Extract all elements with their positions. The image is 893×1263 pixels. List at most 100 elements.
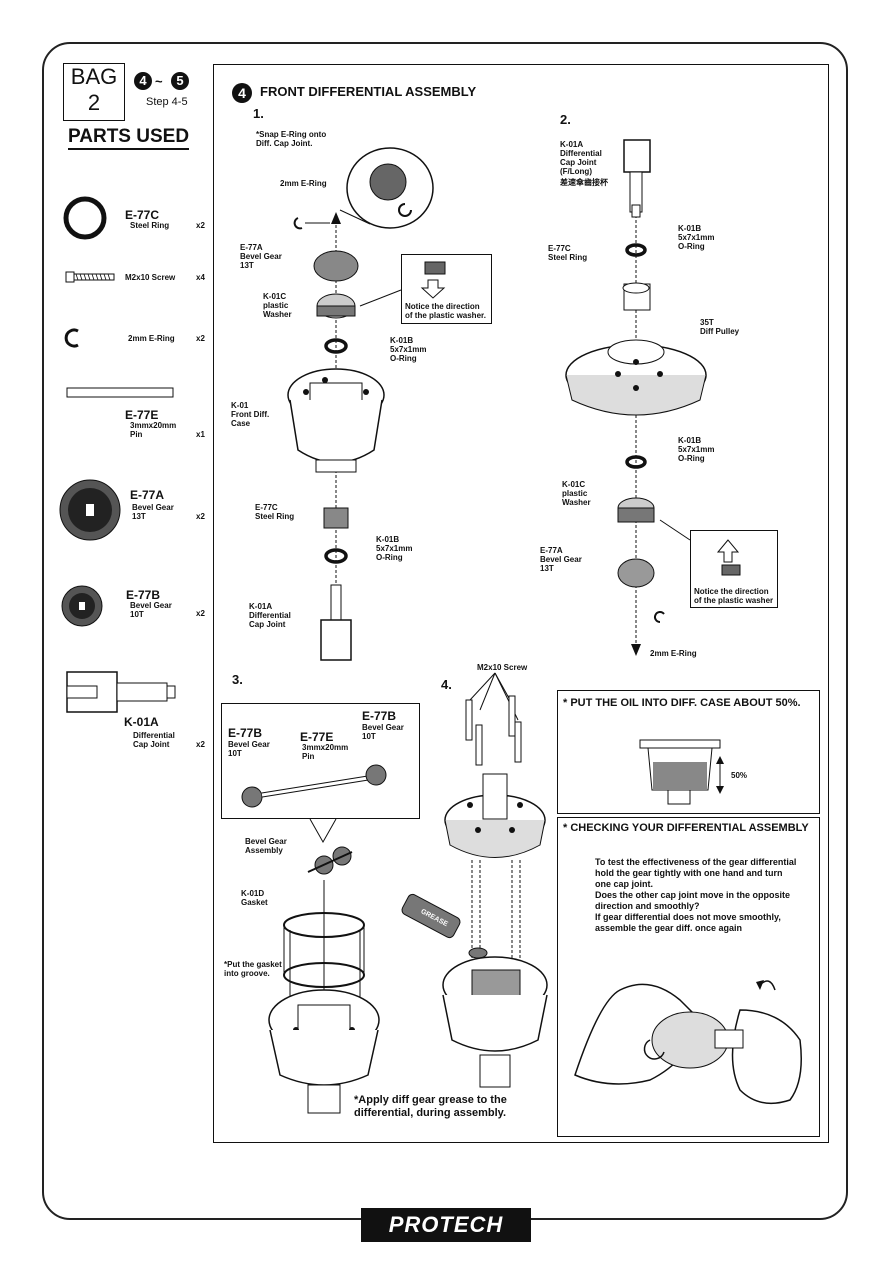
step1-gear-label: E-77A Bevel Gear 13T [240, 243, 282, 270]
step4-number: 4. [441, 677, 452, 692]
step1-ering-icon [293, 217, 303, 230]
step2-bevel-gear-icon [617, 558, 655, 588]
step2-steel-ring-label: E-77C Steel Ring [548, 244, 588, 262]
step2-number: 2. [560, 112, 571, 127]
step2-oring1-label: K-01B 5x7x1mm O-Ring [678, 224, 715, 251]
step1-oring1-icon [324, 338, 348, 354]
steel-ring-icon [63, 196, 107, 240]
part-qty-k01a: x2 [196, 740, 205, 749]
step2-cap-label-cn: 差速傘齒接杯 [560, 178, 608, 187]
bevel-gear-10t-icon [61, 585, 103, 627]
e-ring-icon [64, 328, 79, 348]
step2-oring1-icon [625, 243, 647, 257]
step1-cap-label: K-01A Differential Cap Joint [249, 602, 291, 629]
step3-assembly-label: Bevel Gear Assembly [245, 837, 287, 855]
step-range-caption: Step 4-5 [146, 96, 188, 108]
part-name-e77a: Bevel Gear 13T [132, 503, 174, 521]
step4-diff-case-icon [442, 956, 548, 1088]
part-code-e77e: E-77E [125, 408, 159, 422]
step1-notice-text: Notice the direction of the plastic wash… [405, 302, 486, 320]
step3-gasket-label: K-01D Gasket [241, 889, 268, 907]
step1-steel-ring-icon [323, 507, 349, 529]
part-qty-e77b: x2 [196, 609, 205, 618]
checking-info-box [557, 817, 820, 1137]
step4-screw-label: M2x10 Screw [477, 663, 528, 672]
step3-number: 3. [232, 672, 243, 687]
screw-icon [65, 271, 115, 283]
part-name-k01a: Differential Cap Joint [133, 731, 175, 749]
step1-steel-ring-label: E-77C Steel Ring [255, 503, 295, 521]
step3-bevel-gear-10t-icon-2 [365, 764, 387, 786]
step1-notice-box [401, 254, 492, 324]
section-number-badge: 4 [232, 83, 252, 103]
part-qty-screw: x4 [196, 273, 205, 282]
part-code-e77c: E-77C [125, 208, 160, 222]
step-tilde: ~ [155, 74, 163, 89]
step1-snap-note: *Snap E-Ring onto Diff. Cap Joint. [256, 130, 327, 148]
bag-box: BAG 2 [63, 63, 125, 121]
oil-info-title: * PUT THE OIL INTO DIFF. CASE ABOUT 50%. [563, 697, 801, 709]
step2-diff-pulley-icon [565, 339, 707, 416]
step4-diff-pulley-icon [444, 773, 546, 858]
part-name-screw: M2x10 Screw [125, 273, 176, 282]
pin-icon [66, 387, 174, 398]
part-name-e77b: Bevel Gear 10T [130, 601, 172, 619]
step1-ering-label: 2mm E-Ring [280, 179, 327, 188]
bevel-gear-13t-icon [59, 479, 121, 541]
oil-info-box [557, 690, 820, 814]
section-title: FRONT DIFFERENTIAL ASSEMBLY [260, 84, 477, 99]
step1-bevel-gear-icon [313, 250, 359, 282]
step2-cap-joint-icon [623, 139, 651, 218]
step3-gear1-code: E-77B [228, 726, 263, 740]
protech-logo: PROTECH [361, 1208, 531, 1242]
main-instructions-box [213, 64, 829, 1143]
part-code-e77b: E-77B [126, 588, 161, 602]
step3-diff-case-icon [268, 989, 380, 1114]
bag-label: BAG [70, 64, 118, 89]
part-qty-ering: x2 [196, 334, 205, 343]
bag-number: 2 [87, 90, 101, 115]
part-code-k01a: K-01A [124, 715, 159, 729]
step2-notice-box [690, 530, 778, 608]
step1-number: 1. [253, 106, 264, 121]
part-qty-e77e: x1 [196, 430, 205, 439]
oil-percent: 50% [731, 771, 748, 780]
part-code-e77a: E-77A [130, 488, 165, 502]
part-qty-e77c: x2 [196, 221, 205, 230]
step2-gear-label: E-77A Bevel Gear 13T [540, 546, 582, 573]
step1-cap-joint-icon [320, 584, 352, 661]
grease-tube-icon [401, 893, 488, 959]
part-qty-e77a: x2 [196, 512, 205, 521]
step1-oring1-label: K-01B 5x7x1mm O-Ring [390, 336, 427, 363]
step2-washer-label: K-01C plastic Washer [562, 480, 591, 507]
step2-notice-text: Notice the direction of the plastic wash… [694, 587, 774, 605]
step1-case-label: K-01 Front Diff. Case [231, 401, 270, 428]
step2-pulley-label: 35T Diff Pulley [700, 318, 740, 336]
step2-ering-icon [654, 611, 665, 623]
checking-info-title: * CHECKING YOUR DIFFERENTIAL ASSEMBLY [563, 822, 809, 834]
step3-gasket-note: *Put the gasket into groove. [224, 960, 282, 978]
step3-pin-name: 3mmx20mm Pin [302, 743, 349, 761]
parts-used-title: PARTS USED [68, 126, 190, 150]
step3-gear1-name: Bevel Gear 10T [228, 740, 270, 758]
step2-ering-label: 2mm E-Ring [650, 649, 697, 658]
checking-info-text: To test the effectiveness of the gear di… [595, 857, 797, 933]
cap-joint-icon [66, 671, 176, 713]
step1-oring2-label: K-01B 5x7x1mm O-Ring [376, 535, 413, 562]
step3-pin-code: E-77E [300, 730, 334, 744]
step1-oring2-icon [324, 548, 348, 564]
step3-gear2-name: Bevel Gear 10T [362, 723, 404, 741]
part-name-e77c: Steel Ring [130, 221, 170, 230]
step3-gear2-code: E-77B [362, 709, 397, 723]
step2-oring2-label: K-01B 5x7x1mm O-Ring [678, 436, 715, 463]
step2-cap-label: K-01A Differential Cap Joint (F/Long) [560, 140, 602, 176]
part-name-ering: 2mm E-Ring [128, 334, 175, 343]
step3-bevel-gear-assembly-icon [307, 846, 353, 875]
